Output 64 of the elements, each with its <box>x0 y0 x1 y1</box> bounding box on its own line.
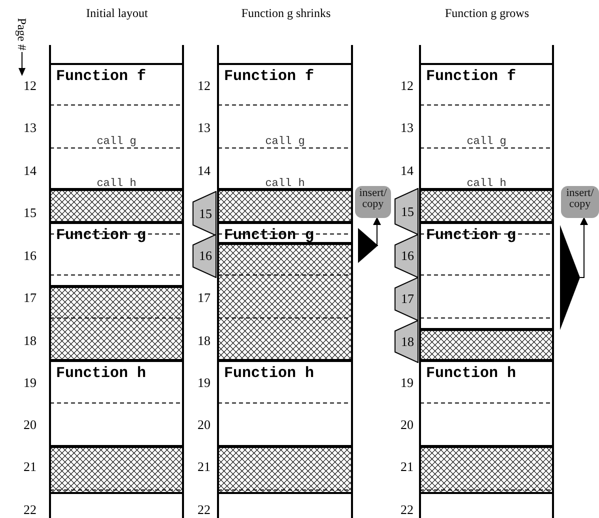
hatched-block <box>218 244 352 360</box>
page-number: 19 <box>196 376 212 390</box>
page-number: 21 <box>196 460 212 474</box>
column-heading: Function g shrinks <box>241 6 331 20</box>
code-line: call h <box>466 178 508 190</box>
page-number: 20 <box>196 418 212 432</box>
page-number: 12 <box>196 79 212 93</box>
column-heading: Function g grows <box>445 6 529 20</box>
code-line: call g <box>264 136 306 148</box>
page-number: 12 <box>400 79 414 93</box>
function-name: Function f <box>56 69 146 85</box>
page-number: 13 <box>400 121 414 135</box>
page-number: 17 <box>22 291 38 305</box>
function-name: Function h <box>224 366 314 382</box>
page-number: 17 <box>196 291 212 305</box>
column-heading: Initial layout <box>86 6 148 20</box>
page-tab: 17 <box>393 277 419 321</box>
page-number: 18 <box>22 334 38 348</box>
page-number: 12 <box>22 79 38 93</box>
code-line: call h <box>96 178 138 190</box>
arrow <box>373 217 381 246</box>
hatched-block <box>50 287 183 360</box>
page-number: 13 <box>196 121 212 135</box>
page-number: 21 <box>400 460 414 474</box>
hatched-block <box>218 190 352 222</box>
action-box: insert/ copy <box>561 186 599 218</box>
code-line: call g <box>96 136 138 148</box>
page-number: 22 <box>400 503 414 517</box>
page-number: 14 <box>22 164 38 178</box>
page-number: 22 <box>196 503 212 517</box>
page-number: 20 <box>22 418 38 432</box>
pointer-triangle <box>358 228 378 263</box>
page-tab: 15 <box>393 188 419 235</box>
page-number: 13 <box>22 121 38 135</box>
arrow <box>580 217 588 278</box>
page-tab: 16 <box>191 234 217 278</box>
page-tab: 15 <box>191 191 217 236</box>
hatched-block <box>420 447 553 493</box>
hatched-block <box>420 330 553 360</box>
page-number: 14 <box>196 164 212 178</box>
function-name: Function f <box>224 69 314 85</box>
hatched-block <box>50 190 183 222</box>
hatched-block <box>50 447 183 493</box>
code-line: call h <box>264 178 306 190</box>
pointer-triangle <box>560 225 580 330</box>
hatched-block <box>420 190 553 222</box>
page-number: 19 <box>22 376 38 390</box>
function-name: Function f <box>426 69 516 85</box>
page-number: 22 <box>22 503 38 517</box>
code-line: call g <box>466 136 508 148</box>
page-tab: 16 <box>393 234 419 278</box>
action-box: insert/ copy <box>355 186 391 218</box>
axis-label: Page # <box>15 18 29 50</box>
page-number: 18 <box>196 334 212 348</box>
hatched-block <box>218 447 352 493</box>
page-number: 15 <box>22 206 38 220</box>
page-number: 21 <box>22 460 38 474</box>
page-number: 16 <box>22 249 38 263</box>
page-number: 19 <box>400 376 414 390</box>
page-tab: 18 <box>393 320 419 363</box>
function-name: Function h <box>56 366 146 382</box>
page-number: 20 <box>400 418 414 432</box>
function-name: Function h <box>426 366 516 382</box>
page-number: 14 <box>400 164 414 178</box>
